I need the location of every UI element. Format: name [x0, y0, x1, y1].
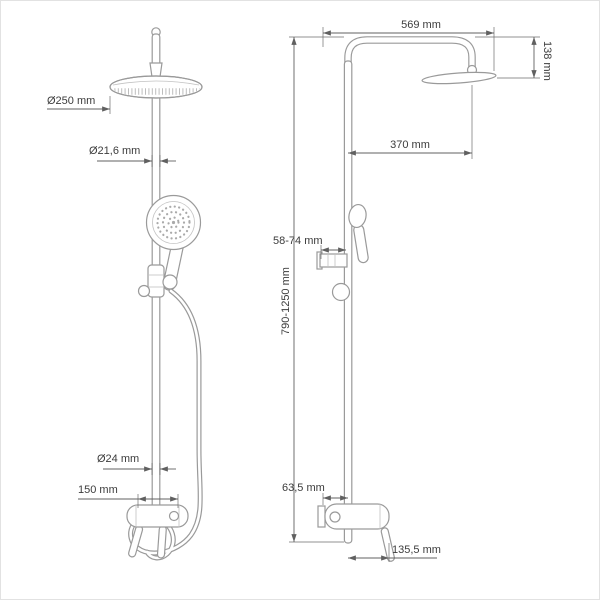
slider-bracket-front	[137, 264, 178, 298]
side-view: 569 mm 138 mm 370 mm 58-74 mm 790-1250 m…	[273, 19, 553, 562]
dim-label-head-drop: 138 mm	[541, 41, 553, 81]
dim-label-pipe-diameter: Ø21,6 mm	[89, 145, 140, 157]
dim-label-inlet-spacing: 150 mm	[78, 484, 118, 496]
top-bend-tube	[344, 36, 476, 73]
hose-highlight	[129, 289, 202, 560]
bracket-arm	[319, 253, 348, 268]
hand-shower-inner-ring	[152, 201, 195, 244]
shower-hose	[128, 288, 203, 561]
dim-label-overall-depth: 569 mm	[401, 19, 441, 31]
dim-label-hose-diameter: Ø24 mm	[97, 453, 139, 465]
hand-shower-handle-side	[353, 224, 369, 264]
diverter-knob	[168, 510, 180, 522]
rain-shower-head-front	[109, 62, 203, 99]
dim-label-height-range: 790-1250 mm	[280, 267, 292, 335]
bend-fill	[345, 37, 475, 73]
front-dimensions: Ø250 mm Ø21,6 mm Ø24 mm 150 mm	[47, 95, 179, 508]
dim-label-head-reach: 370 mm	[390, 139, 430, 151]
slider-knob	[137, 284, 151, 298]
side-dimensions: 569 mm 138 mm 370 mm 58-74 mm 790-1250 m…	[273, 19, 553, 562]
dim-label-bracket-depth: 58-74 mm	[273, 235, 323, 247]
lever-side	[380, 527, 395, 562]
wall-flange	[317, 505, 326, 528]
hand-shower-nozzle-dots	[156, 205, 191, 240]
front-view: Ø250 mm Ø21,6 mm Ø24 mm 150 mm	[47, 27, 203, 561]
dim-label-wall-offset: 63,5 mm	[282, 482, 325, 494]
middle-lever	[156, 525, 167, 559]
valve-body-front	[126, 504, 189, 528]
hand-shower-center-dot	[171, 220, 176, 225]
hand-shower-side	[348, 203, 369, 264]
dim-label-bottom-reach: 135,5 mm	[392, 544, 441, 556]
slider-clamp	[147, 264, 165, 298]
head-outline	[109, 75, 203, 99]
mixer-valve-front	[126, 504, 189, 559]
head-top-arc	[112, 80, 200, 86]
head-connector	[149, 62, 163, 78]
mixer-valve-side	[317, 503, 395, 562]
wall-bracket-side	[316, 251, 351, 302]
rain-shower-head-side	[421, 71, 497, 85]
valve-knob-side	[329, 511, 341, 523]
riser-pipe-side	[343, 60, 353, 544]
hand-shower-head-side	[348, 203, 367, 229]
dim-label-head-diameter: Ø250 mm	[47, 95, 95, 107]
bend-outline	[344, 36, 476, 73]
valve-body-side	[324, 503, 390, 530]
slider-knob-side	[331, 282, 351, 302]
handle-cradle	[162, 274, 178, 290]
